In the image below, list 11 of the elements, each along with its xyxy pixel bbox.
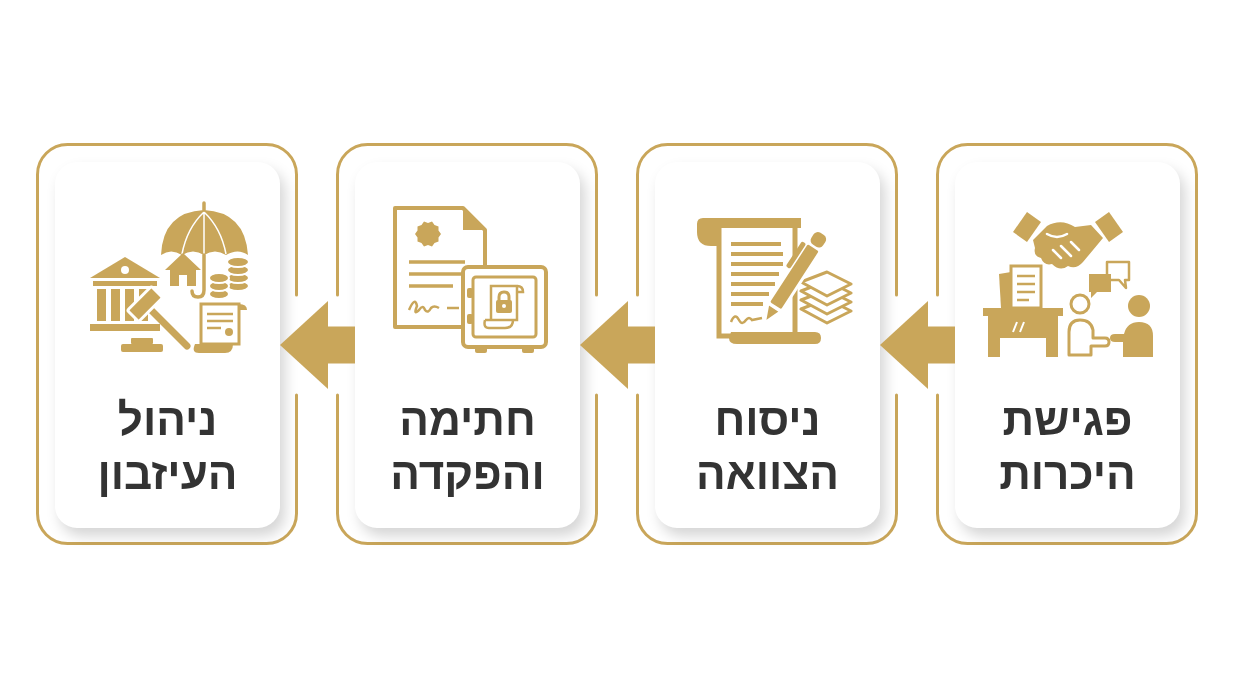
arrow bbox=[580, 301, 655, 389]
step-card bbox=[955, 162, 1180, 528]
step-title: פגישת היכרות bbox=[999, 394, 1136, 500]
step-card bbox=[55, 162, 280, 528]
arrow bbox=[880, 301, 955, 389]
step-card bbox=[355, 162, 580, 528]
step-title: ניהול העיזבון bbox=[97, 394, 238, 500]
arrow bbox=[280, 301, 355, 389]
step-title: ניסוח הצוואה bbox=[696, 394, 839, 500]
step-title: חתימה והפקדה bbox=[390, 394, 545, 500]
step-card bbox=[655, 162, 880, 528]
